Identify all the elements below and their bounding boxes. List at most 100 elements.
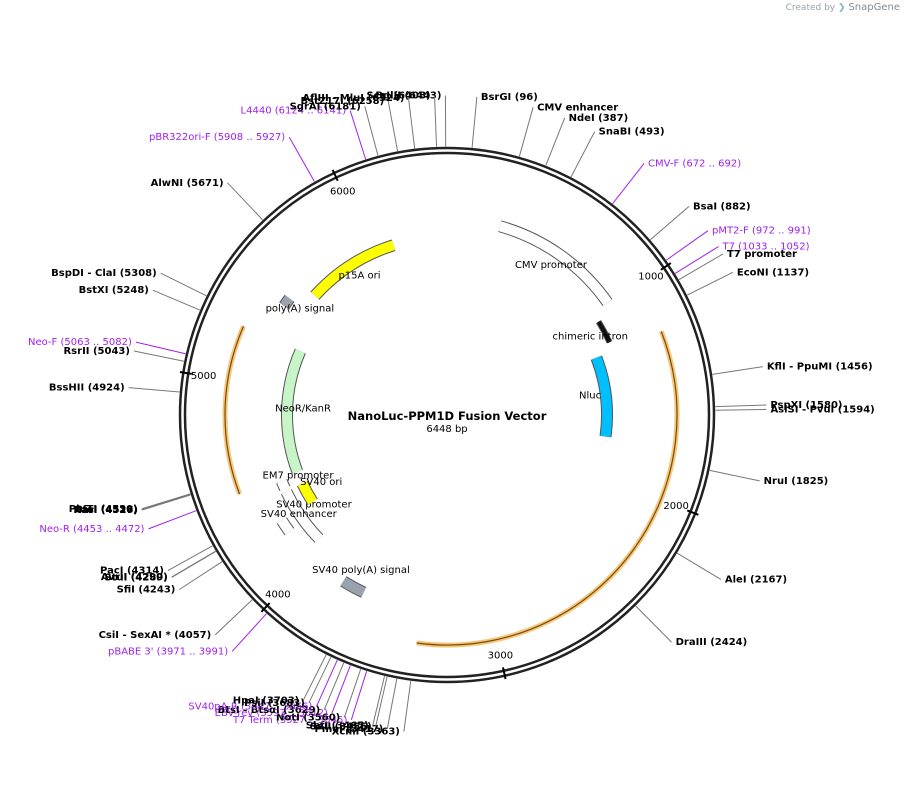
site-leader (715, 408, 767, 411)
site-t7-term[interactable]: T7 Term (3527 .. 3545) (232, 671, 368, 726)
feature-sv40-ori[interactable]: SV40 ori (296, 477, 342, 506)
site-alwni[interactable]: AlwNI (5671) (151, 178, 263, 221)
site-leader (434, 95, 438, 147)
site-pbr322ori-f[interactable]: pBR322ori-F (5908 .. 5927) (149, 132, 315, 182)
site-label: AsiSI - PvuI (1594) (770, 404, 874, 415)
tick-label: 2000 (663, 501, 688, 512)
site-pbabe-3[interactable]: pBABE 3' (3971 .. 3991) (108, 613, 267, 658)
orf-layer (222, 325, 680, 648)
feature-neor-kanr[interactable]: NeoR/KanR (275, 348, 331, 474)
site-rsrii[interactable]: RsrII (5043) (63, 346, 185, 362)
site-sgrai[interactable]: SgrAI (6181) (290, 101, 379, 156)
site-sfoi[interactable]: SfoI (4528) (75, 493, 191, 515)
feature-p15a-ori[interactable]: p15A ori (310, 239, 396, 300)
site-nrui[interactable]: NruI (1825) (709, 469, 829, 487)
site-label: SgrAI (6181) (290, 101, 361, 112)
site-label: pBR322ori-F (5908 .. 5927) (149, 132, 285, 143)
plasmid-name: NanoLuc-PPM1D Fusion Vector (348, 409, 547, 423)
site-leader (666, 230, 709, 261)
site-draiii[interactable]: DraIII (2424) (635, 605, 748, 648)
site-t7[interactable]: T7 (1033 .. 1052) (674, 242, 810, 274)
feature-poly-a-signal[interactable]: poly(A) signal (266, 294, 335, 314)
site-bspdi-clai[interactable]: BspDI - ClaI (5308) (51, 268, 207, 297)
site-btsi-bts-i[interactable]: BtsI - BtsαI (3629) (218, 662, 345, 716)
site-pluti[interactable]: PluTI (4530) (69, 493, 191, 515)
site-sfii[interactable]: SfiI (4243) (117, 561, 223, 596)
feature-cmv-promoter[interactable]: CMV promoter (498, 220, 613, 306)
site-label: BsrGI (96) (481, 92, 538, 103)
site-pmei[interactable]: PmeI (3417) (315, 678, 398, 735)
site-leader (676, 552, 722, 580)
site-label: NarI (4527) (74, 505, 138, 516)
site-leader (375, 676, 388, 727)
feature-chimeric-intron[interactable]: chimeric intron (552, 320, 628, 344)
site-snabi[interactable]: SnaBI (493) (570, 127, 665, 178)
site-label: L4440 (6124 .. 6141) (241, 106, 347, 117)
site-leader (308, 656, 332, 704)
feature-fill (297, 481, 317, 505)
site-label: SV40pA-R (3647 .. 3666) (188, 702, 312, 713)
site-leader (302, 654, 327, 701)
site-hpai[interactable]: HpaI (3703) (233, 654, 327, 707)
site-scai[interactable]: ScaI (6408) (366, 91, 438, 147)
site-label: AflIII - MluI (6324) (302, 93, 404, 104)
site-bsshii[interactable]: BssHII (4924) (49, 383, 180, 394)
site-pspxi[interactable]: PspXI (1580) (715, 400, 843, 411)
site-afliii-mlui[interactable]: AflIII - MluI (6324) (302, 93, 416, 149)
site-asisi-pvui[interactable]: AsiSI - PvuI (1594) (715, 404, 875, 415)
site-noti[interactable]: NotI (3560) (276, 669, 362, 724)
site-kfli-ppumi[interactable]: KflI - PpuMI (1456) (712, 362, 873, 375)
feature-em7-promoter[interactable]: EM7 promoter (263, 471, 335, 492)
site-leader (687, 271, 734, 296)
site-csii-sexai[interactable]: CsiI - SexAI * (4057) (99, 599, 253, 641)
feature-fill (282, 349, 305, 474)
site-paci[interactable]: PacI (4314) (100, 545, 213, 577)
site-pmt2-f[interactable]: pMT2-F (972 .. 991) (666, 226, 811, 261)
site-bsai[interactable]: BsaI (882) (650, 201, 751, 241)
site-leader (715, 404, 767, 408)
feature-sv40-poly-a-signal[interactable]: SV40 poly(A) signal (312, 565, 410, 598)
site-avrii[interactable]: AvrII (4290) (101, 550, 216, 583)
site-label: SnaBI (493) (599, 127, 665, 138)
site-sv40pa-r[interactable]: SV40pA-R (3647 .. 3666) (188, 659, 338, 713)
site-bstz17i[interactable]: BstZ17I (6258) (300, 96, 399, 152)
site-bsrgi[interactable]: BsrGI (96) (471, 92, 538, 148)
site-econi[interactable]: EcoNI (1137) (687, 267, 809, 296)
site-leader (133, 350, 185, 362)
site-alei[interactable]: AleI (2167) (676, 552, 787, 585)
tick-mark (179, 370, 192, 375)
site-sbfi[interactable]: SbfI (3465) (306, 676, 386, 732)
feature-sv40-enhancer[interactable]: SV40 enhancer (261, 509, 338, 536)
feature-label: Nluc (579, 390, 601, 401)
site-cmv-enhancer[interactable]: CMV enhancer (518, 102, 618, 157)
site-xcmi[interactable]: XcmI (3363) (332, 680, 412, 738)
site-label: DraIII (2424) (676, 637, 748, 648)
site-ndei[interactable]: NdeI (387) (545, 113, 628, 166)
site-bstxi[interactable]: BstXI (5248) (79, 285, 201, 311)
site-neo-r[interactable]: Neo-R (4453 .. 4472) (39, 510, 197, 535)
site-leader (612, 163, 645, 204)
site-leader (350, 671, 368, 720)
site-bglii[interactable]: BglII (6443) (375, 91, 447, 147)
feature-sv40-promoter[interactable]: SV40 promoter (276, 489, 353, 543)
site-sali[interactable]: SalI (3455) (310, 676, 388, 733)
tick-label: 5000 (191, 371, 216, 382)
site-label: AvrII (4290) (101, 572, 168, 583)
site-leader (152, 289, 201, 311)
site-ebv-rev[interactable]: EBV-rev (3593 .. 3612) (215, 665, 351, 719)
site-label: Neo-R (4453 .. 4472) (39, 524, 144, 535)
site-t7-promoter[interactable]: T7 promoter (678, 249, 797, 281)
site-label: NotI (3560) (276, 713, 340, 724)
site-leader (148, 510, 197, 530)
site-psii[interactable]: PsiI (3683) (244, 656, 332, 709)
site-neo-f[interactable]: Neo-F (5063 .. 5082) (28, 337, 186, 355)
site-l4440[interactable]: L4440 (6124 .. 6141) (241, 106, 367, 160)
site-label: PsiI (3683) (244, 698, 305, 709)
site-label: T7 Term (3527 .. 3545) (232, 715, 348, 726)
site-label: BstZ17I (6258) (300, 96, 384, 107)
site-cmv-f[interactable]: CMV-F (672 .. 692) (612, 158, 742, 204)
site-label: XcmI (3363) (332, 727, 400, 738)
snapgene-credit: Created by ❯ SnapGene (786, 2, 900, 13)
feature-nluc[interactable]: Nluc (579, 355, 613, 438)
